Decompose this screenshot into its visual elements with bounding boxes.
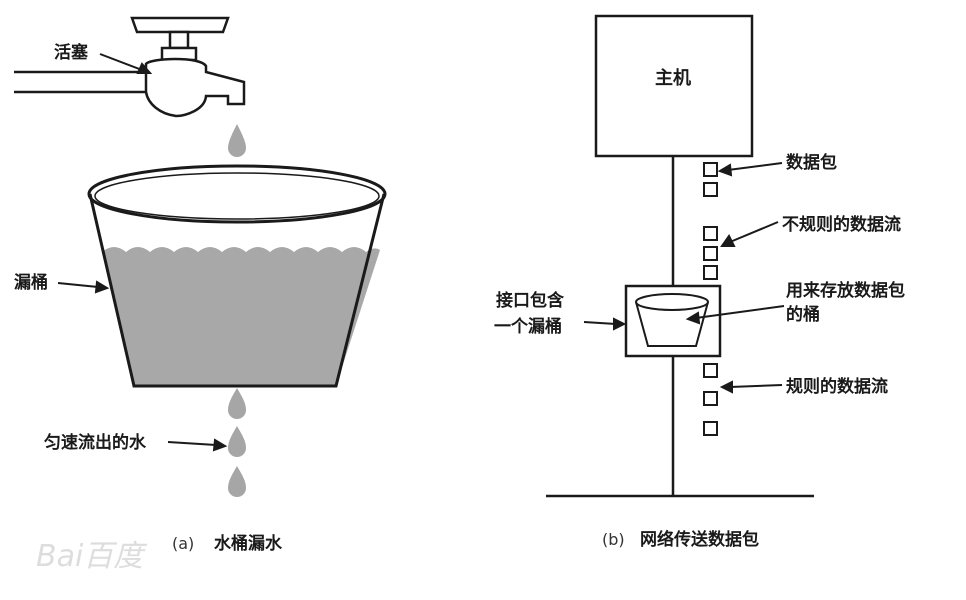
packet — [703, 182, 718, 197]
packet — [703, 363, 718, 378]
caption-b-text: 网络传送数据包 — [640, 529, 759, 550]
host-label: 主机 — [655, 67, 691, 89]
packet — [703, 421, 718, 436]
packets — [703, 162, 718, 436]
water-pipe — [14, 70, 152, 94]
right-panel: 主机 — [494, 14, 905, 550]
left-panel: 活塞 漏桶 匀速流出的水 (a) 水桶漏水 Bai百度 — [14, 16, 387, 574]
faucet-icon — [130, 16, 246, 118]
packet — [703, 265, 718, 280]
caption-a-text: 水桶漏水 — [214, 533, 283, 554]
leaky-bucket — [87, 164, 387, 388]
baidu-watermark: Bai百度 — [36, 539, 147, 574]
water-drop — [228, 466, 246, 497]
bucket-label: 漏桶 — [14, 272, 48, 293]
small-bucket-icon — [635, 293, 709, 347]
outflow-label: 匀速流出的水 — [44, 432, 147, 453]
irregular-flow-label: 不规则的数据流 — [782, 214, 901, 235]
pointer-arrows — [57, 53, 228, 452]
regular-flow-label: 规则的数据流 — [786, 376, 888, 397]
packet — [703, 226, 718, 241]
pointer-arrows-right — [583, 162, 785, 394]
host-box — [594, 14, 754, 158]
storage-label-line2: 的桶 — [786, 304, 820, 325]
packet — [703, 391, 718, 406]
packet — [703, 162, 718, 177]
water-drop — [228, 124, 246, 157]
interface-box — [624, 284, 722, 358]
water-drop — [228, 388, 246, 419]
caption-a-letter: (a) — [172, 534, 194, 553]
storage-label-line1: 用来存放数据包 — [786, 280, 905, 301]
faucet-label: 活塞 — [54, 42, 89, 63]
interface-label-line1: 接口包含 — [496, 290, 565, 311]
interface-label-line2: 一个漏桶 — [494, 316, 562, 337]
packet-label: 数据包 — [786, 152, 837, 173]
caption-b-letter: (b) — [602, 530, 625, 549]
packet — [703, 246, 718, 261]
water-drop — [228, 426, 246, 457]
